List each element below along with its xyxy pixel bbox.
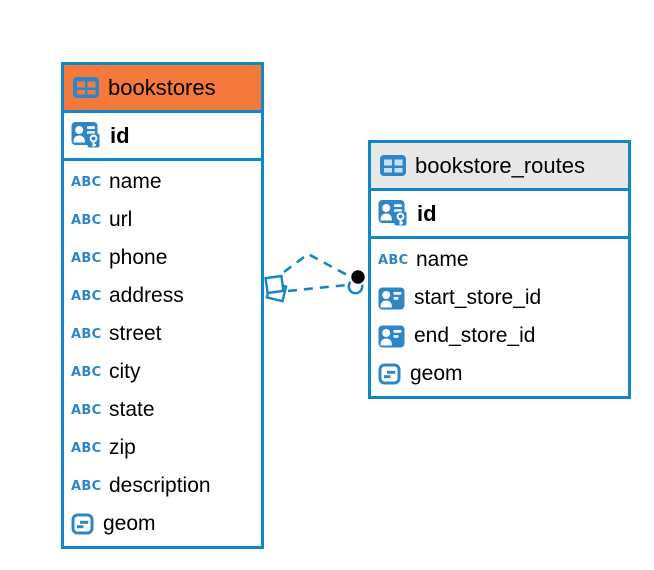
one-end-marker <box>347 268 367 295</box>
column-row[interactable]: start_store_id <box>371 279 628 317</box>
table-header[interactable]: bookstore_routes <box>371 143 628 191</box>
text-column-icon: ABC <box>71 174 102 190</box>
column-row[interactable]: ABC phone <box>64 239 261 277</box>
text-column-icon: ABC <box>71 364 102 380</box>
table-bookstore-routes[interactable]: bookstore_routes id ABC <box>368 140 631 399</box>
text-column-icon: ABC <box>71 212 102 228</box>
column-label: name <box>416 248 469 271</box>
column-label: zip <box>109 436 136 459</box>
column-label: state <box>109 398 155 421</box>
column-row[interactable]: ABC street <box>64 315 261 353</box>
relationship-line <box>283 252 350 278</box>
table-header[interactable]: bookstores <box>64 65 261 113</box>
column-row[interactable]: ABC state <box>64 391 261 429</box>
column-label: city <box>109 360 141 383</box>
primary-key-label: id <box>110 122 130 148</box>
table-icon <box>380 155 406 176</box>
primary-key-icon <box>71 121 101 150</box>
column-row[interactable]: ABC description <box>64 467 261 505</box>
text-column-icon: ABC <box>71 326 102 342</box>
many-end-marker <box>264 274 288 303</box>
geometry-column-icon <box>378 363 401 385</box>
column-label: geom <box>410 362 463 385</box>
primary-key-icon <box>378 199 408 228</box>
text-column-icon: ABC <box>71 250 102 266</box>
reference-column-icon <box>378 287 405 310</box>
column-label: geom <box>103 512 156 535</box>
column-row[interactable]: ABC url <box>64 201 261 239</box>
reference-column-icon <box>378 325 405 348</box>
column-row[interactable]: ABC name <box>371 241 628 279</box>
column-row[interactable]: end_store_id <box>371 317 628 355</box>
column-label: end_store_id <box>414 324 536 347</box>
table-name-label: bookstores <box>108 74 216 100</box>
geometry-column-icon <box>71 513 94 535</box>
text-column-icon: ABC <box>71 288 102 304</box>
column-list: ABC name start_store_id <box>371 239 628 396</box>
text-column-icon: ABC <box>71 478 102 494</box>
text-column-icon: ABC <box>378 252 409 268</box>
column-row[interactable]: ABC city <box>64 353 261 391</box>
column-row[interactable]: ABC address <box>64 277 261 315</box>
relationship-line <box>287 283 348 293</box>
table-name-label: bookstore_routes <box>415 152 585 178</box>
text-column-icon: ABC <box>71 440 102 456</box>
column-label: street <box>109 322 162 345</box>
column-label: name <box>109 170 162 193</box>
table-bookstores[interactable]: bookstores id ABC na <box>61 62 264 549</box>
column-label: address <box>109 284 184 307</box>
column-row[interactable]: ABC zip <box>64 429 261 467</box>
primary-key-label: id <box>417 200 437 226</box>
primary-key-row[interactable]: id <box>371 191 628 239</box>
column-row[interactable]: geom <box>64 505 261 543</box>
text-column-icon: ABC <box>71 402 102 418</box>
column-list: ABC name ABC url ABC phone ABC address A… <box>64 161 261 546</box>
column-label: phone <box>109 246 168 269</box>
column-row[interactable]: geom <box>371 355 628 393</box>
primary-key-row[interactable]: id <box>64 113 261 161</box>
table-icon <box>73 77 99 98</box>
column-label: start_store_id <box>414 286 542 309</box>
column-label: description <box>109 474 211 497</box>
column-label: url <box>109 208 133 231</box>
column-row[interactable]: ABC name <box>64 163 261 201</box>
